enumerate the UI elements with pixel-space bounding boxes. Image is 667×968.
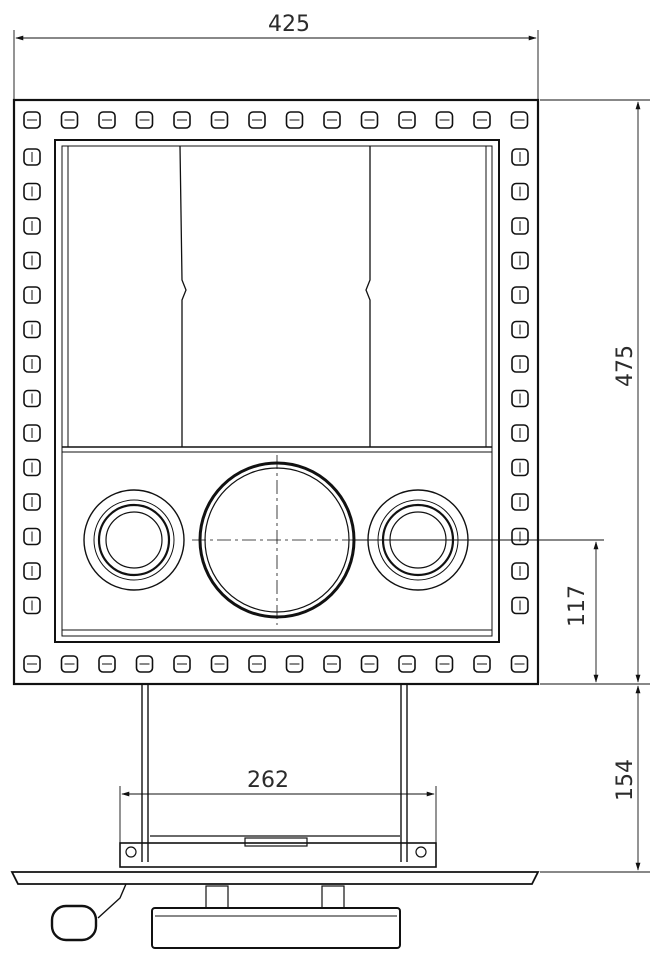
bolt-square [173, 655, 191, 673]
bolt-square [511, 182, 529, 201]
bolt-square [248, 111, 266, 129]
bolt-square [511, 562, 529, 580]
bolt-square [248, 655, 266, 673]
bolt-square [511, 320, 529, 339]
bolt-square [23, 148, 41, 166]
bolt-square [435, 111, 454, 129]
bolt-square [23, 493, 41, 511]
dimension-top-width: 425 [13, 12, 539, 100]
bolt-square [511, 493, 529, 511]
bolt-square [23, 320, 41, 339]
bolt-ring [23, 111, 529, 673]
outer-frame [12, 98, 540, 686]
dimension-lower-height: 117 [352, 539, 604, 683]
bolt-square [23, 182, 41, 201]
bolt-square [135, 111, 154, 129]
bolt-square [511, 527, 529, 546]
bolt-square [23, 389, 41, 408]
bolt-square [210, 655, 229, 673]
base-plate [10, 871, 540, 949]
bolt-square [398, 111, 416, 129]
bolt-square [360, 655, 379, 673]
bolt-square [398, 655, 416, 673]
support-rods [141, 684, 408, 862]
dimension-label-bottom-height: 154 [613, 759, 638, 801]
mounting-bracket [119, 835, 437, 868]
bolt-square [473, 655, 491, 673]
bolt-square [360, 111, 379, 129]
bolt-square [135, 655, 154, 673]
dimension-bottom-height: 154 [540, 685, 650, 873]
bolt-square [23, 655, 41, 673]
bolt-square [23, 355, 41, 373]
bolt-square [435, 655, 454, 673]
bolt-square [285, 111, 304, 129]
bolt-square [23, 596, 41, 615]
dimension-label-top-width: 425 [268, 12, 310, 37]
bolt-square [173, 111, 191, 129]
bolt-square [23, 111, 41, 129]
bolt-square [511, 389, 529, 408]
bolt-square [511, 458, 529, 477]
left-port [83, 489, 185, 591]
bolt-square [23, 458, 41, 477]
bolt-square [323, 111, 341, 129]
dimension-label-lower-height: 117 [565, 585, 590, 627]
bolt-square [98, 111, 116, 129]
bolt-square [511, 355, 529, 373]
bolt-square [23, 217, 41, 235]
dimension-bracket-width: 262 [119, 768, 437, 843]
cable-connector [50, 883, 127, 942]
dimension-label-right-height: 475 [613, 345, 638, 387]
bolt-square [511, 424, 529, 442]
bolt-square [510, 655, 529, 673]
bolt-square [23, 251, 41, 270]
bolt-square [511, 286, 529, 304]
bolt-square [23, 424, 41, 442]
bolt-square [23, 286, 41, 304]
center-port [192, 455, 362, 625]
inner-cavity [54, 139, 500, 643]
bolt-square [323, 655, 341, 673]
bolt-square [60, 111, 79, 129]
bolt-square [60, 655, 79, 673]
bolt-square [473, 111, 491, 129]
bolt-square [285, 655, 304, 673]
bolt-square [98, 655, 116, 673]
dimension-label-bracket-width: 262 [247, 768, 289, 793]
bolt-square [23, 562, 41, 580]
bolt-square [511, 148, 529, 166]
dimension-right-height: 475 [540, 99, 650, 685]
bolt-square [23, 527, 41, 546]
bolt-square [511, 251, 529, 270]
bolt-square [511, 596, 529, 615]
bolt-square [511, 217, 529, 235]
bolt-square [210, 111, 229, 129]
bolt-square [510, 111, 529, 129]
